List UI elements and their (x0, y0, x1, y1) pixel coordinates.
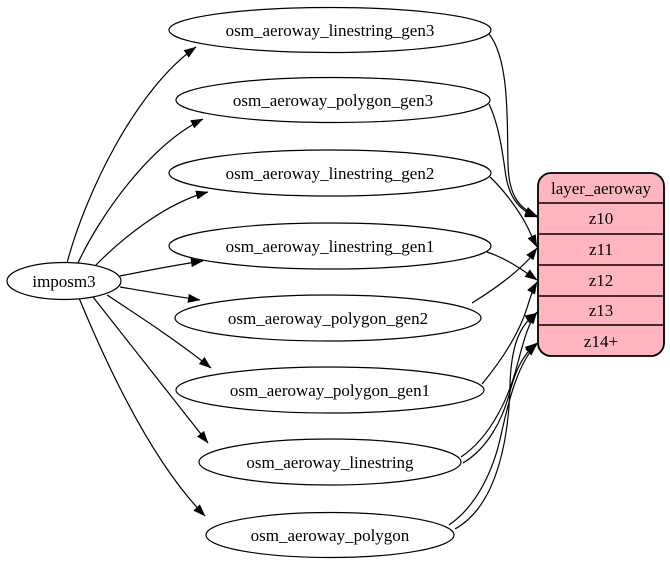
imposm3-label: imposm3 (32, 272, 95, 291)
edge-polygon-to-z13 (454, 312, 538, 530)
node-osm-aeroway-polygon-gen1: osm_aeroway_polygon_gen1 (175, 366, 485, 414)
edge-linestring-gen2-to-z11 (489, 176, 538, 248)
zoom-row-z10: z10 (589, 209, 614, 228)
edge-imposm3-to-linestring-gen2 (92, 190, 209, 269)
table-label: osm_aeroway_linestring (246, 453, 414, 472)
edge-imposm3-to-polygon-gen3 (76, 118, 204, 266)
node-osm-aeroway-linestring-gen2: osm_aeroway_linestring_gen2 (168, 149, 492, 197)
node-osm-aeroway-linestring: osm_aeroway_linestring (198, 438, 462, 486)
edge-polygon-gen1-to-z12 (481, 281, 538, 385)
edge-imposm3-to-linestring (92, 296, 209, 444)
edge-linestring-to-z13 (460, 311, 538, 458)
table-ellipse (198, 438, 462, 486)
table-label: osm_aeroway_polygon_gen2 (228, 309, 428, 328)
edge-imposm3-to-polygon (78, 297, 206, 517)
zoom-row-z14: z14+ (584, 332, 618, 351)
zoom-row-z11: z11 (589, 240, 613, 259)
zoom-row-z13: z13 (589, 301, 614, 320)
edge-imposm3-to-linestring-gen1 (119, 258, 204, 277)
edge-imposm3-to-polygon-gen1 (106, 294, 212, 369)
edge-linestring-gen1-to-z12 (486, 251, 538, 281)
node-layer-aeroway: layer_aeroway z10 z11 z12 z13 z14+ (537, 172, 665, 357)
table-label: osm_aeroway_polygon (251, 526, 410, 545)
edge-polygon-gen2-to-z11 (471, 247, 538, 304)
node-osm-aeroway-polygon-gen3: osm_aeroway_polygon_gen3 (175, 76, 491, 124)
imposm3-ellipse (6, 261, 122, 301)
zoom-row-z12: z12 (589, 271, 614, 290)
edge-polygon-gen3-to-z10 (488, 103, 538, 218)
table-ellipse (168, 6, 492, 54)
node-osm-aeroway-linestring-gen3: osm_aeroway_linestring_gen3 (168, 6, 492, 54)
table-label: osm_aeroway_polygon_gen1 (230, 381, 430, 400)
table-ellipse (205, 511, 455, 559)
edge-imposm3-to-polygon-gen2 (119, 286, 201, 303)
layer-aeroway-title: layer_aeroway (551, 179, 652, 198)
node-imposm3: imposm3 (6, 261, 122, 301)
table-label: osm_aeroway_linestring_gen3 (226, 21, 435, 40)
edge-polygon-to-z14 (448, 343, 538, 526)
table-ellipse (174, 294, 482, 342)
table-label: osm_aeroway_polygon_gen3 (233, 91, 433, 110)
edge-linestring-to-z14 (462, 342, 538, 464)
table-label: osm_aeroway_linestring_gen2 (226, 164, 435, 183)
node-osm-aeroway-polygon-gen2: osm_aeroway_polygon_gen2 (174, 294, 482, 342)
table-ellipse (175, 76, 491, 124)
node-osm-aeroway-linestring-gen1: osm_aeroway_linestring_gen1 (168, 222, 492, 270)
edge-linestring-gen3-to-z10 (488, 33, 538, 217)
table-ellipse (168, 149, 492, 197)
edge-layer (66, 33, 538, 530)
edge-imposm3-to-linestring-gen3 (66, 46, 197, 264)
table-ellipse (168, 222, 492, 270)
node-osm-aeroway-polygon: osm_aeroway_polygon (205, 511, 455, 559)
table-ellipse (175, 366, 485, 414)
table-label: osm_aeroway_linestring_gen1 (226, 237, 435, 256)
